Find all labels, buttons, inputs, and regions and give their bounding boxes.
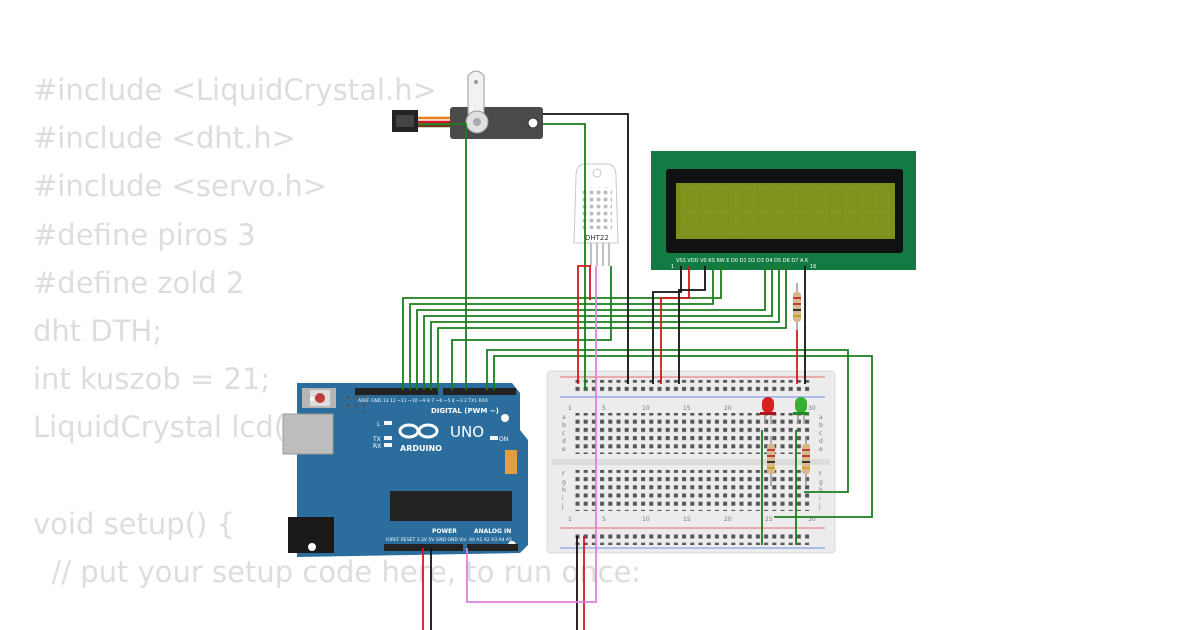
arduino-power-pins: IOREF RESET 3.3V 5V GND GND Vin xyxy=(386,537,466,543)
bb-row-letter: c xyxy=(819,430,822,437)
wire-dht-gnd xyxy=(543,113,629,384)
bb-row-letter: f xyxy=(819,471,822,478)
wire-lcd-d6 xyxy=(430,266,780,390)
dht22-sensor[interactable]: DHT22 xyxy=(573,163,619,266)
code-editor-background: #include <LiquidCrystal.h> #include <dht.… xyxy=(33,66,641,596)
bb-row-letter: d xyxy=(819,438,823,445)
bb-col-number: 30 xyxy=(808,405,816,412)
bb-col-number: 1 xyxy=(568,516,572,523)
code-line: dht DTH; xyxy=(33,313,162,348)
wire-servo-power xyxy=(543,123,586,390)
code-line: #include <servo.h> xyxy=(33,169,328,204)
code-line: #define piros 3 xyxy=(33,217,256,252)
arduino-tx-label: TX xyxy=(372,436,381,443)
arduino-uno-board[interactable]: DIGITAL (PWM ~) AREF GND 13 12 ~11 ~10 ~… xyxy=(282,383,528,557)
arduino-digital-header: DIGITAL (PWM ~) xyxy=(431,407,499,415)
wire-led-green xyxy=(493,355,873,518)
wire-analog-a0 xyxy=(466,266,597,603)
wire-dht-data xyxy=(451,266,612,390)
red-led[interactable] xyxy=(760,397,776,424)
code-line: void setup() { xyxy=(33,506,235,541)
arduino-l-label: L xyxy=(377,421,381,428)
wire-lcd-vdd xyxy=(660,266,690,384)
code-line: #include <dht.h> xyxy=(33,121,296,156)
code-line: #include <LiquidCrystal.h> xyxy=(33,73,437,107)
lcd-pin-end: 16 xyxy=(810,264,816,270)
arduino-digital-pins: AREF GND 13 12 ~11 ~10 ~9 8 7 ~6 ~5 4 ~3… xyxy=(358,398,488,404)
bb-row-letter: f xyxy=(562,471,565,478)
arduino-analog-header: ANALOG IN xyxy=(474,528,511,535)
bb-col-number: 5 xyxy=(602,516,606,523)
bb-row-letter: h xyxy=(562,487,566,494)
green-led[interactable] xyxy=(793,397,809,424)
breadboard: 1 5 10 15 20 25 30 1 5 10 15 20 25 30 a … xyxy=(546,370,836,554)
bb-row-letter: b xyxy=(819,422,823,429)
bb-row-letter: e xyxy=(819,446,823,453)
servo-motor[interactable] xyxy=(392,70,543,139)
wire-lcd-rs xyxy=(402,266,722,390)
resistor-lcd-backlight[interactable] xyxy=(793,283,801,330)
bb-row-letter: e xyxy=(562,446,566,453)
code-line: LiquidCrystal lcd( xyxy=(33,410,286,445)
bb-row-letter: g xyxy=(819,479,823,486)
dht22-label: DHT22 xyxy=(585,234,609,242)
code-line: #define zold 2 xyxy=(33,265,245,300)
arduino-on-label: ON xyxy=(499,436,508,443)
lcd-pin-start: 1 xyxy=(671,264,674,270)
arduino-power-header: POWER xyxy=(432,528,457,535)
arduino-brand: ARDUINO xyxy=(400,444,442,453)
lcd-pin-labels: VSS VDD V0 RS RW E D0 D1 D2 D3 D4 D5 D6 … xyxy=(676,258,809,264)
arduino-rx-label: RX xyxy=(373,443,381,450)
code-line: int kuszob = 21; xyxy=(33,362,271,397)
arduino-analog-pins: A0 A1 A2 A3 A4 A5 xyxy=(469,537,512,543)
bb-col-number: 25 xyxy=(765,516,773,523)
resistor-green-led[interactable] xyxy=(802,436,810,486)
bb-col-number: 10 xyxy=(642,516,650,523)
wire-lcd-d7 xyxy=(437,266,787,390)
bb-row-letter: j xyxy=(818,503,821,510)
bb-row-letter: h xyxy=(819,487,823,494)
bb-row-letter: i xyxy=(562,495,564,502)
bb-col-number: 15 xyxy=(683,516,691,523)
resistor-red-led[interactable] xyxy=(767,436,775,486)
bb-col-number: 10 xyxy=(642,405,650,412)
bb-row-letter: g xyxy=(562,479,566,486)
bb-col-number: 20 xyxy=(724,405,732,412)
wire-led-red xyxy=(486,349,849,493)
wire-lcd-vss xyxy=(652,266,682,384)
wire-dht-vcc xyxy=(577,265,591,384)
wire-lcd-rw xyxy=(678,266,706,384)
bb-col-number: 5 xyxy=(602,405,606,412)
bb-row-letter: i xyxy=(819,495,821,502)
bb-col-number: 30 xyxy=(808,516,816,523)
bb-row-letter: b xyxy=(562,422,566,429)
lcd-display[interactable]: VSS VDD V0 RS RW E D0 D1 D2 D3 D4 D5 D6 … xyxy=(651,151,916,270)
bb-row-letter: d xyxy=(562,438,566,445)
bb-row-letter: a xyxy=(819,414,823,421)
arduino-model: UNO xyxy=(450,423,484,441)
wire-lcd-d5 xyxy=(423,266,773,390)
wire-servo-signal xyxy=(418,123,467,390)
bb-row-letter: j xyxy=(561,503,564,510)
bb-col-number: 20 xyxy=(724,516,732,523)
bb-col-number: 15 xyxy=(683,405,691,412)
bb-row-letter: a xyxy=(562,414,566,421)
bb-row-letter: c xyxy=(562,430,565,437)
wire-lcd-e xyxy=(409,266,714,390)
bb-col-number: 1 xyxy=(568,405,572,412)
code-line: // put your setup code here, to run once… xyxy=(33,554,642,589)
wire-lcd-d4 xyxy=(416,266,766,390)
arduino-infinity-logo xyxy=(398,423,439,439)
